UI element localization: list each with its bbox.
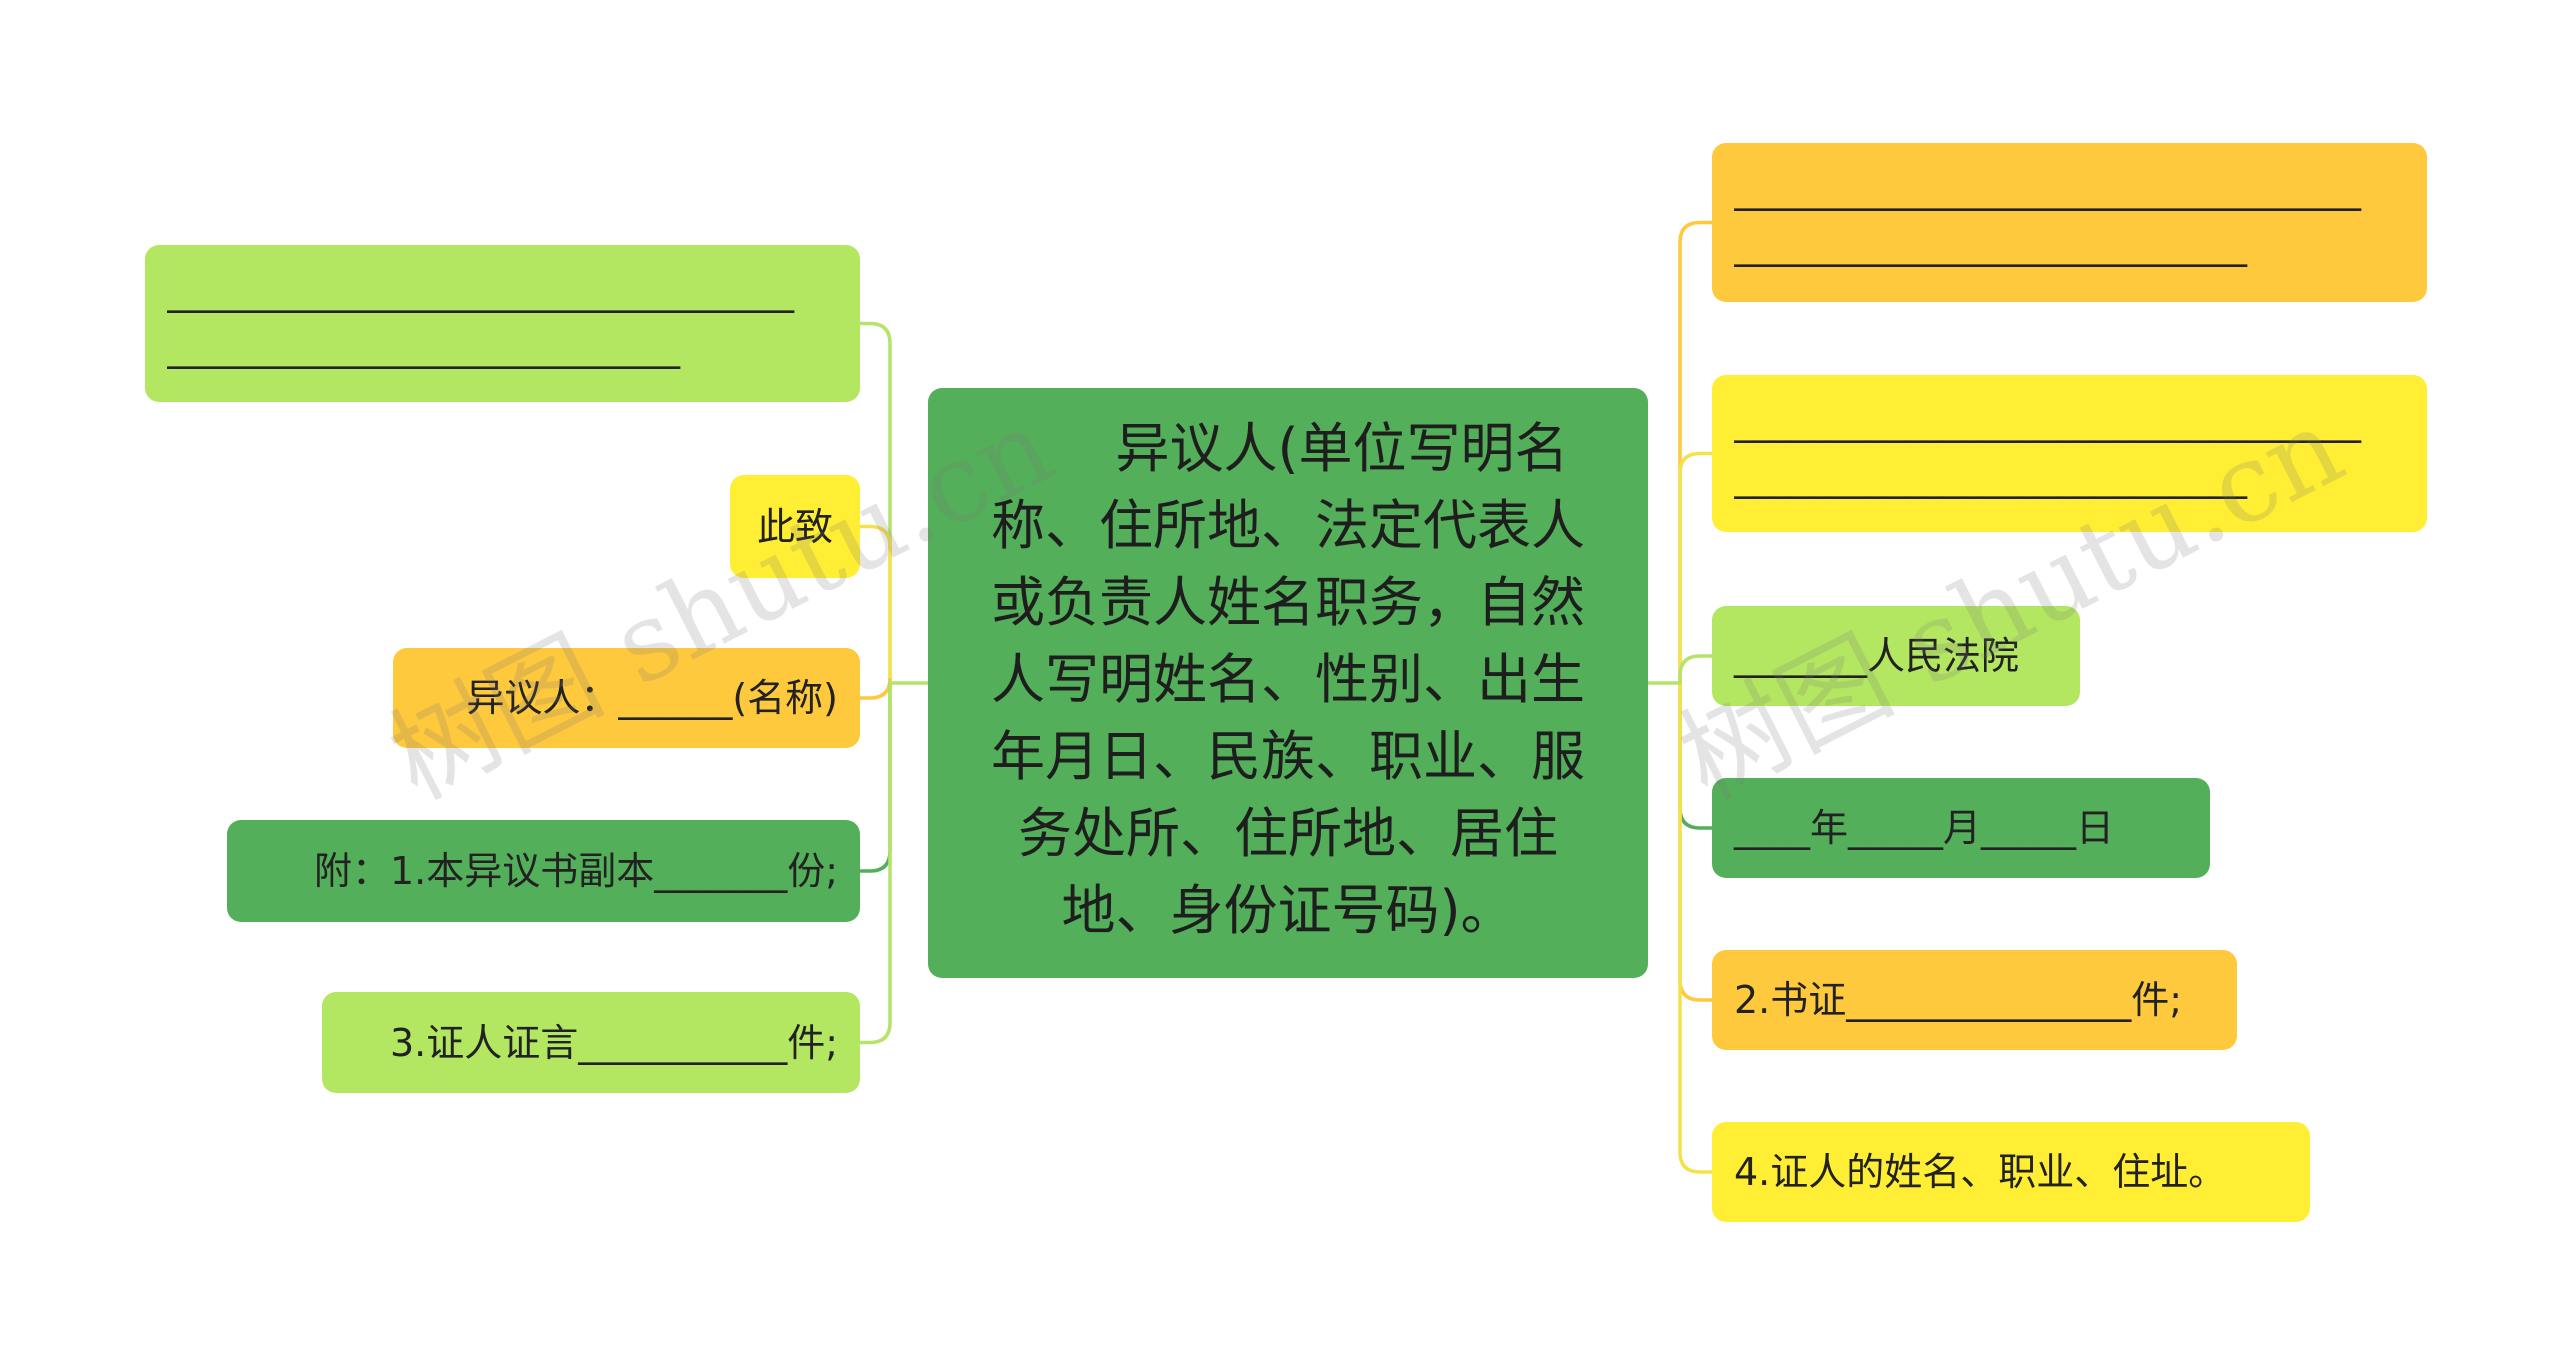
connector-line bbox=[1678, 451, 1714, 685]
right-node-date[interactable]: ____年_____月_____日 bbox=[1712, 778, 2210, 878]
node-label: 附：1.本异议书副本_______份; bbox=[313, 849, 838, 893]
left-node-attachment-1[interactable]: 附：1.本异议书副本_______份; bbox=[227, 820, 860, 922]
blank-line-1: _________________________________ bbox=[1734, 399, 2361, 443]
right-node-attachment-2[interactable]: 2.书证_______________件; bbox=[1712, 950, 2237, 1050]
left-node-blank-lines[interactable]: _________________________________ ______… bbox=[145, 245, 860, 402]
left-node-yiyiren-name[interactable]: 异议人：______(名称) bbox=[393, 648, 860, 748]
blank-line-1: _________________________________ bbox=[167, 269, 794, 313]
node-label: _______人民法院 bbox=[1734, 634, 2020, 678]
node-label: 异议人：______(名称) bbox=[466, 676, 838, 720]
blank-line-2: ___________________________ bbox=[167, 325, 680, 369]
connector-line bbox=[1678, 681, 1714, 1174]
connector-line bbox=[858, 681, 892, 1045]
right-node-blank-lines-2[interactable]: _________________________________ ______… bbox=[1712, 375, 2427, 532]
blank-line-2: ___________________________ bbox=[1734, 223, 2247, 267]
left-node-cizhi[interactable]: 此致 bbox=[730, 475, 860, 578]
center-topic[interactable]: 异议人(单位写明名称、住所地、法定代表人或负责人姓名职务，自然人写明姓名、性别、… bbox=[928, 388, 1648, 978]
blank-line-1: _________________________________ bbox=[1734, 167, 2361, 211]
connector-line bbox=[1678, 681, 1714, 830]
node-label: ____年_____月_____日 bbox=[1734, 806, 2115, 850]
right-node-court[interactable]: _______人民法院 bbox=[1712, 606, 2080, 706]
node-label: 2.书证_______________件; bbox=[1734, 978, 2183, 1022]
node-label: 4.证人的姓名、职业、住址。 bbox=[1734, 1150, 2227, 1194]
connector-line bbox=[1678, 681, 1714, 1002]
connector-line bbox=[858, 321, 892, 685]
blank-line-2: ___________________________ bbox=[1734, 455, 2247, 499]
center-topic-text: 异议人(单位写明名称、住所地、法定代表人或负责人姓名职务，自然人写明姓名、性别、… bbox=[991, 417, 1585, 942]
connector-line bbox=[1678, 654, 1714, 685]
right-node-attachment-4[interactable]: 4.证人的姓名、职业、住址。 bbox=[1712, 1122, 2310, 1222]
connector-line bbox=[1678, 220, 1714, 685]
node-label: 此致 bbox=[756, 504, 833, 549]
connector-line bbox=[858, 524, 892, 685]
connector-line bbox=[858, 677, 892, 700]
right-node-blank-lines-1[interactable]: _________________________________ ______… bbox=[1712, 143, 2427, 302]
left-node-attachment-3[interactable]: 3.证人证言___________件; bbox=[322, 992, 860, 1093]
node-label: 3.证人证言___________件; bbox=[389, 1020, 838, 1065]
connector-line bbox=[858, 681, 892, 873]
